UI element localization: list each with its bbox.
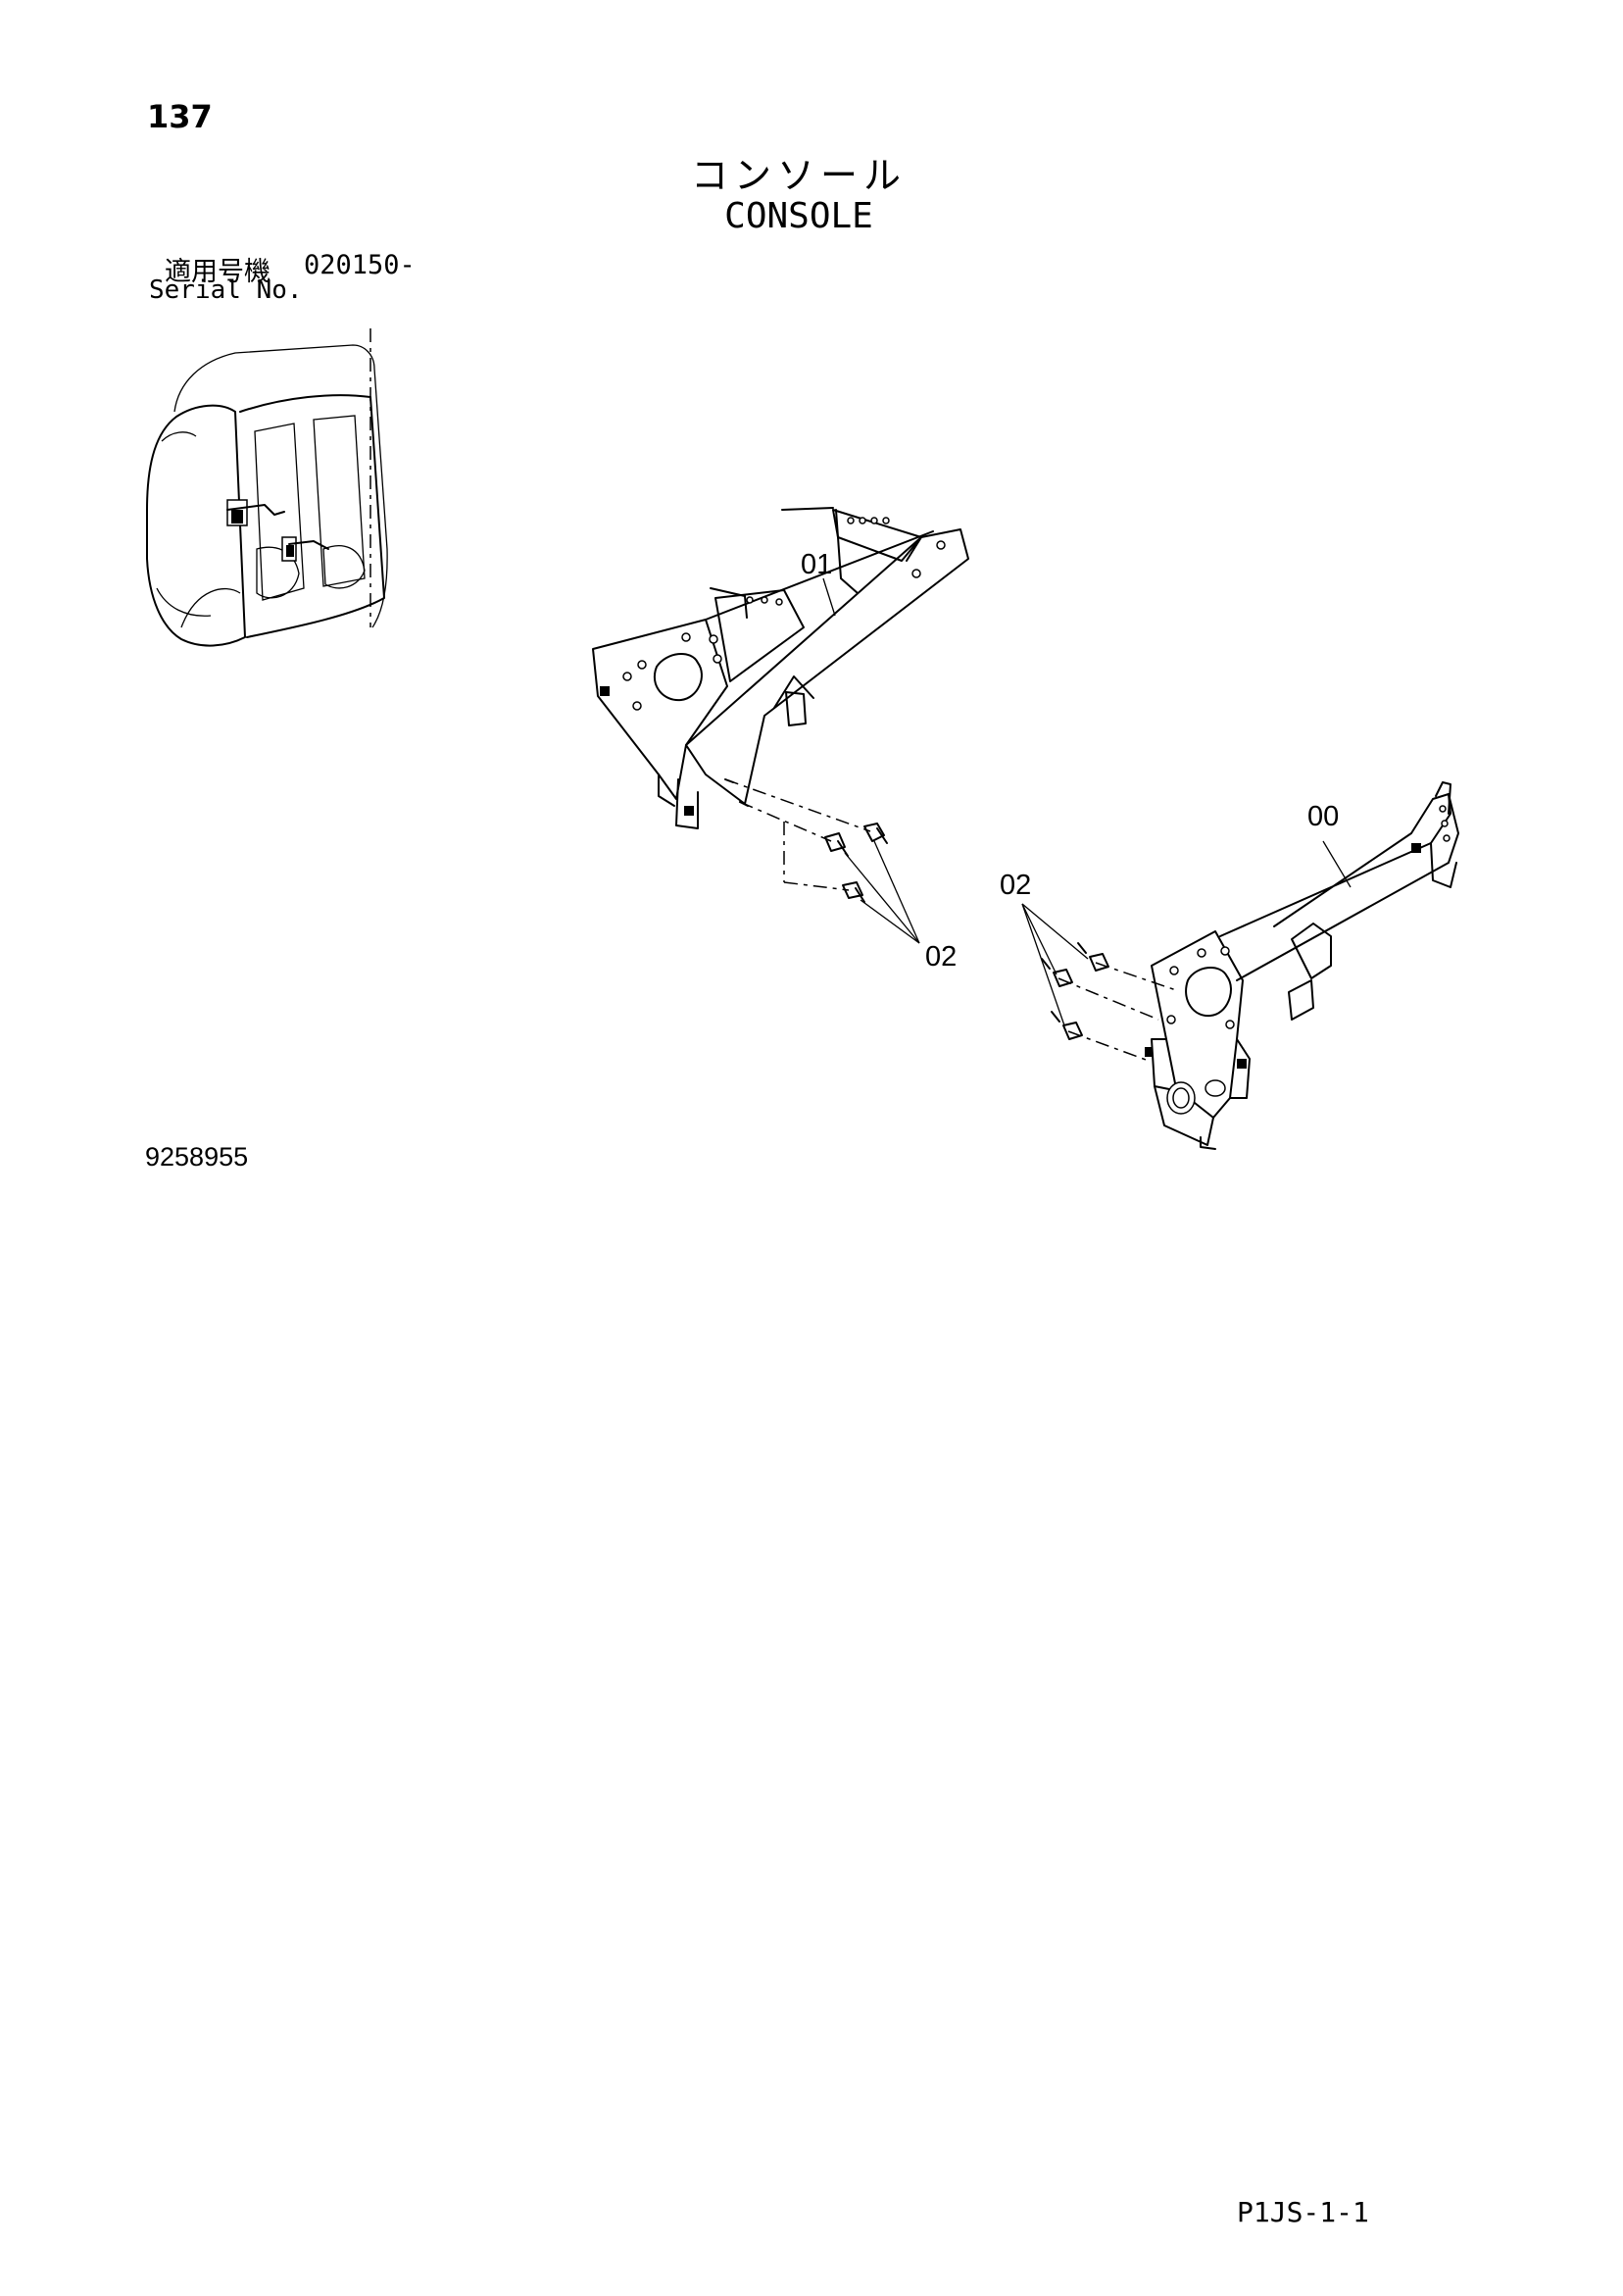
leader-lines <box>822 577 1352 1026</box>
serial-range: 020150- <box>304 250 416 280</box>
page-code: P1JS-1-1 <box>1237 2196 1369 2228</box>
console-frame-01 <box>592 507 969 829</box>
drawing-number: 9258955 <box>145 1142 249 1172</box>
callout-part-00: 00 <box>1307 801 1339 832</box>
console-frame-00 <box>1145 781 1459 1150</box>
page-number: 137 <box>147 98 213 135</box>
serial-label-japanese: 適用号機 <box>165 257 270 287</box>
callout-part-02-upper: 02 <box>1000 870 1031 901</box>
page-title-english: CONSOLE <box>724 196 873 236</box>
bolts-upper <box>724 778 888 903</box>
callout-part-01: 01 <box>801 549 832 580</box>
bolts-lower <box>1041 942 1177 1062</box>
cab-location-key <box>146 328 388 647</box>
callout-part-02-lower: 02 <box>925 941 957 973</box>
serial-label-english: Serial No. <box>149 275 303 305</box>
page-title-japanese: コンソール <box>690 154 907 197</box>
